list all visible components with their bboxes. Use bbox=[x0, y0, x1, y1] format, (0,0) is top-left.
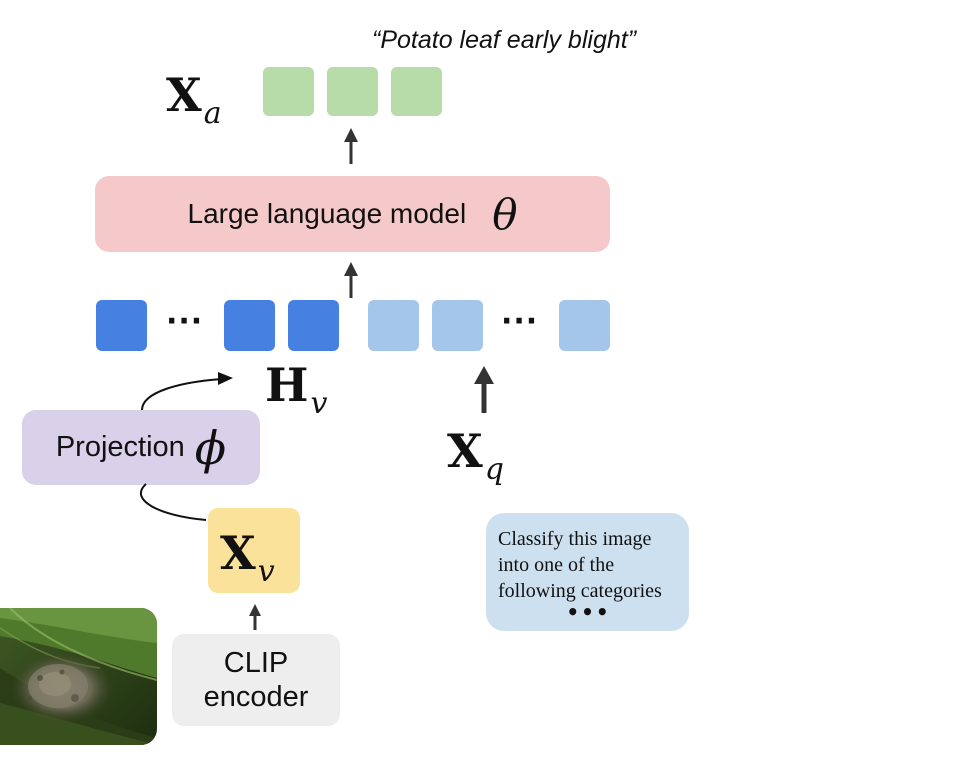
answer-symbol-sub: a bbox=[203, 96, 222, 131]
instruction-symbol-main: X bbox=[447, 424, 483, 478]
arrow-projection-to-visual-feature bbox=[141, 372, 233, 411]
answer-caption: “Potato leaf early blight” bbox=[372, 26, 637, 54]
visual-token bbox=[96, 300, 147, 351]
visual-feature-symbol-sub: v bbox=[310, 386, 328, 421]
clip-encoder-label-line2: encoder bbox=[203, 681, 309, 713]
prompt-line: Classify this image bbox=[498, 528, 652, 550]
leaf-image bbox=[0, 608, 157, 745]
visual-feature-symbol: Hv bbox=[265, 362, 327, 419]
answer-token bbox=[391, 67, 442, 116]
answer-symbol-main: X bbox=[166, 68, 202, 122]
clip-encoder-label-line1: CLIP bbox=[223, 647, 289, 679]
visual-token-ellipsis: ··· bbox=[166, 304, 204, 339]
arrow-clip-to-image-input bbox=[249, 604, 261, 630]
image-input-symbol-main: X bbox=[220, 526, 256, 580]
instruction-prompt-box: Classify this image into one of the foll… bbox=[486, 513, 689, 631]
instruction-token bbox=[559, 300, 610, 351]
instruction-token bbox=[368, 300, 419, 351]
llm-box: Large language model θ bbox=[95, 176, 610, 252]
arrow-llm-to-answer bbox=[344, 128, 358, 164]
visual-token bbox=[224, 300, 275, 351]
instruction-token-ellipsis: ··· bbox=[501, 304, 539, 339]
visual-token bbox=[288, 300, 339, 351]
projection-box: Projection ϕ bbox=[22, 410, 260, 485]
image-input-symbol: Xv bbox=[220, 530, 275, 587]
prompt-ellipsis: ••• bbox=[566, 600, 611, 624]
prompt-line: into one of the bbox=[498, 554, 615, 576]
visual-feature-symbol-main: H bbox=[265, 358, 309, 412]
projection-parameter: ϕ bbox=[194, 420, 227, 475]
answer-symbol: Xa bbox=[166, 72, 222, 129]
prompt-line: following categories bbox=[498, 580, 662, 602]
answer-token bbox=[327, 67, 378, 116]
instruction-symbol-sub: q bbox=[484, 452, 504, 487]
image-input-symbol-sub: v bbox=[257, 554, 275, 589]
arrow-image-input-to-projection bbox=[139, 483, 207, 521]
image-input-box bbox=[208, 508, 300, 593]
leaf-image-graphic bbox=[0, 608, 157, 745]
instruction-symbol: Xq bbox=[447, 428, 504, 485]
llm-label: Large language model bbox=[187, 198, 467, 229]
projection-label: Projection bbox=[55, 431, 185, 463]
arrow-tokens-to-llm bbox=[344, 262, 358, 298]
instruction-token bbox=[432, 300, 483, 351]
arrow-instruction-to-tokens bbox=[474, 366, 494, 413]
answer-token bbox=[263, 67, 314, 116]
clip-encoder-box: CLIP encoder bbox=[172, 634, 340, 726]
llm-parameter: θ bbox=[492, 189, 518, 239]
